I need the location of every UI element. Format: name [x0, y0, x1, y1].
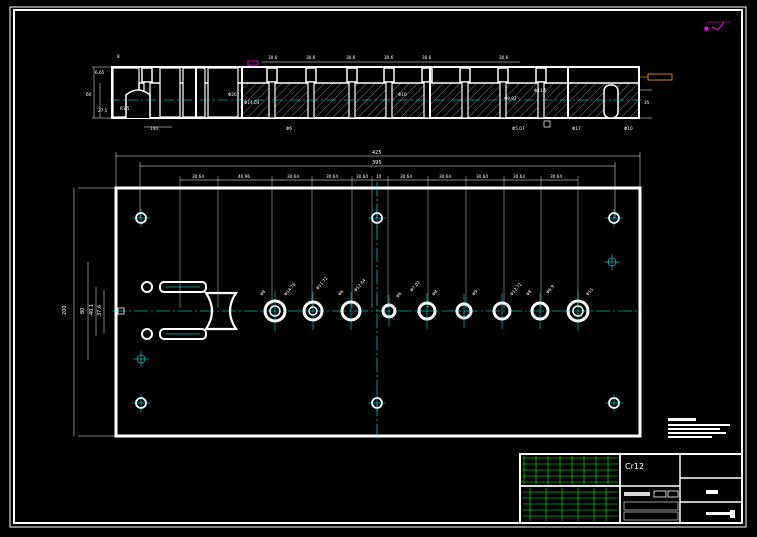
sec-dim-bot-2: Φ5.07 [512, 126, 525, 131]
sec-dim-top-3: 30.6 [384, 55, 394, 60]
sec-dim-bot-1: Φ6 [286, 126, 292, 131]
spacing-dimensions: 30.64 46.96 30.64 30.64 30.64 10 30.64 30.64 30.… [179, 174, 579, 308]
sec-dim-inner-2: Φ10 [398, 92, 407, 97]
hole-label: Φ8 [259, 289, 267, 297]
section-bore-top [346, 67, 358, 83]
plan-left-dim-1: 40.1 [89, 304, 95, 315]
sec-dim-inner-5: Φ11.5 [534, 88, 547, 93]
hole-label: Φ8 [431, 289, 439, 297]
section-bore-top [535, 67, 547, 83]
sec-dim-right: 35 [644, 100, 650, 105]
sec-dim-left-1: 6.65 [95, 70, 105, 75]
section-bore-top [305, 67, 317, 83]
hole-label: Φ11.72 [315, 275, 329, 290]
section-tag [647, 73, 673, 81]
hole-label: Φ6.9 [545, 284, 555, 295]
hole-label: Φ15 [585, 287, 595, 297]
spacing-dim-label: 30.64 [326, 174, 338, 179]
sec-dim-top-5: 30.6 [499, 55, 509, 60]
section-dimensions: 8 6.65 60 27.5 30.6 30.6 30.6 30.6 30.6 … [86, 54, 652, 131]
sec-dim-top-2: 30.6 [346, 55, 356, 60]
section-bores [141, 67, 569, 119]
section-view [110, 60, 673, 128]
sec-dim-bot-0: 140 [150, 126, 158, 131]
sec-dim-top-1: 30.6 [306, 55, 316, 60]
spacing-dim-label: 30.64 [439, 174, 451, 179]
inner-border [13, 9, 743, 524]
spacing-dim-label: 30.64 [356, 174, 368, 179]
title-block: Cr12 [519, 453, 743, 524]
technical-notes [668, 418, 730, 438]
sec-dim-inner-0: Φ20 [228, 92, 237, 97]
spacing-dim-label: 30.64 [192, 174, 204, 179]
plate-outline [114, 186, 642, 438]
sec-dim-bot-3: Φ17 [572, 126, 581, 131]
spacing-dim-label: 30.64 [550, 174, 562, 179]
section-bore-top [266, 67, 278, 83]
punch-hole-row [263, 291, 590, 331]
sec-dim-bot-4: Φ10 [624, 126, 633, 131]
sec-dim-top-0: 30.6 [268, 55, 278, 60]
hole-label: Φ12.84 [353, 277, 367, 292]
sec-dim-left-3: 27.5 [98, 108, 108, 113]
hole-label: Φ6 [395, 291, 403, 299]
butterfly-cutout [203, 291, 239, 331]
corner-marker: ■ [704, 21, 730, 32]
sec-dim-left-0: 8 [117, 54, 120, 59]
plan-left-dim-0: 80 [80, 308, 86, 314]
spacing-dim-label: 30.64 [287, 174, 299, 179]
sec-dim-inner-3: R1.5 [120, 106, 130, 111]
sec-dim-inner-1: Φ14.04 [244, 100, 260, 105]
hole-label: Φ7.02 [409, 280, 421, 293]
section-bore-top [459, 67, 471, 83]
outer-border [9, 6, 747, 528]
plan-left-dim-2: 37.6 [97, 305, 103, 316]
guide-slots [117, 281, 207, 340]
section-bore-top [383, 67, 395, 83]
section-bore-top [141, 67, 153, 83]
hole-label: Φ9 [471, 289, 479, 297]
spacing-dim-label: 10 [376, 174, 382, 179]
mounting-holes [132, 209, 623, 412]
spacing-dim-label: 46.96 [238, 174, 250, 179]
sec-dim-left-2: 60 [86, 92, 92, 97]
hole-label: Φ6 [337, 289, 345, 297]
hole-label: Φ12.72 [509, 281, 523, 296]
hole-label: Φ14.76 [283, 281, 297, 296]
plan-hole-span: 395 [372, 160, 382, 166]
section-hatch [240, 83, 639, 118]
spacing-dim-label: 30.64 [400, 174, 412, 179]
spacing-dim-label: 30.64 [476, 174, 488, 179]
revision-grid [522, 456, 621, 521]
cross-markers [133, 254, 620, 367]
section-bore-top [497, 67, 509, 83]
plan-height: 200 [62, 305, 68, 315]
sec-dim-inner-4: Φ9.92 [504, 96, 517, 101]
svg-text:■: ■ [704, 26, 709, 32]
plan-overall-width: 425 [372, 150, 382, 156]
spacing-dim-label: 30.64 [513, 174, 525, 179]
sec-dim-top-4: 30.6 [422, 55, 432, 60]
material-label: Cr12 [625, 462, 644, 471]
hole-label: Φ8 [525, 289, 533, 297]
